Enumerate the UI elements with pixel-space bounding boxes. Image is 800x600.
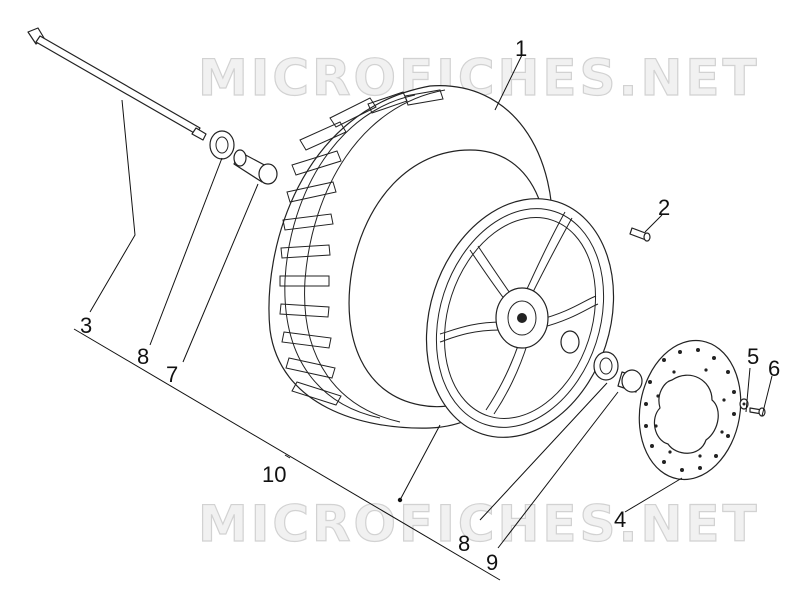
bearing-left xyxy=(209,130,235,160)
watermark-top: MICROFICHES.NET xyxy=(198,49,760,107)
leader-lines xyxy=(73,54,773,581)
callout-2: 2 xyxy=(658,195,670,220)
callout-8-left: 8 xyxy=(137,344,149,369)
leader-dot xyxy=(397,497,403,503)
callout-8-right: 8 xyxy=(458,531,470,556)
callout-6: 6 xyxy=(768,356,780,381)
watermark-bottom: MICROFICHES.NET xyxy=(198,495,760,553)
spacer-left xyxy=(233,149,278,185)
callout-4: 4 xyxy=(614,507,626,532)
callout-1: 1 xyxy=(515,36,527,61)
callout-9: 9 xyxy=(486,550,498,575)
valve xyxy=(629,227,651,242)
spacer-right xyxy=(617,369,643,393)
bearing-right xyxy=(593,351,619,381)
callout-7: 7 xyxy=(166,362,178,387)
callout-3: 3 xyxy=(80,313,92,338)
axle xyxy=(27,27,207,141)
callout-10: 10 xyxy=(262,462,286,487)
disc-vent-holes xyxy=(644,348,736,472)
rim xyxy=(425,198,615,438)
brake-disc xyxy=(638,339,742,481)
callout-5: 5 xyxy=(747,344,759,369)
